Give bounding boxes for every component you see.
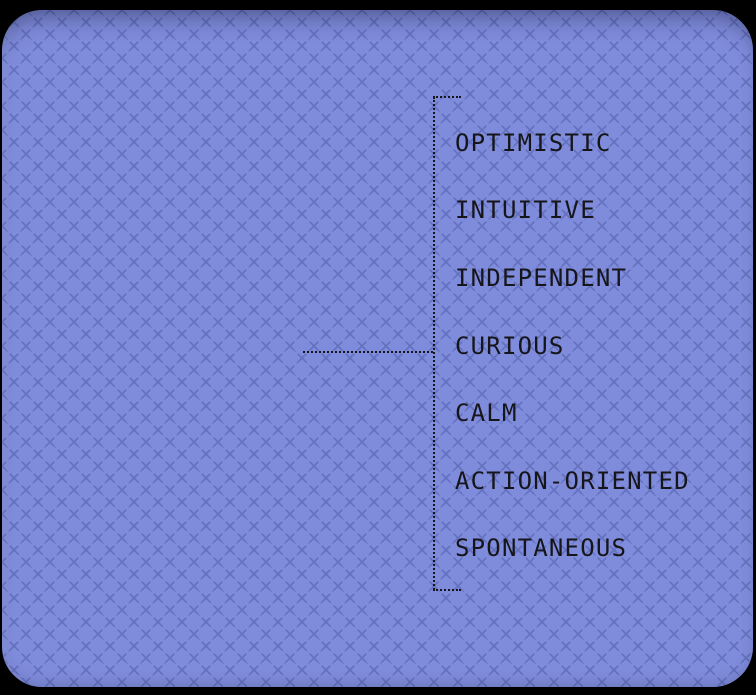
trait-item-spontaneous: SPONTANEOUS [455,534,628,563]
trait-list: OPTIMISTIC INTUITIVE INDEPENDENT CURIOUS… [455,109,690,582]
bracket-bottom-tick [433,589,461,591]
bracket-top-tick [433,96,461,98]
trait-item-calm: CALM [455,399,518,428]
pattern-panel: OPTIMISTIC INTUITIVE INDEPENDENT CURIOUS… [2,10,753,687]
trait-item-independent: INDEPENDENT [455,263,628,292]
trait-item-intuitive: INTUITIVE [455,196,596,225]
bracket-connector-line [303,351,433,353]
bracket-vertical-line [433,97,435,590]
trait-item-curious: CURIOUS [455,331,565,360]
crosshatch-pattern [2,10,753,687]
trait-item-action-oriented: ACTION-ORIENTED [455,466,690,495]
trait-item-optimistic: OPTIMISTIC [455,128,612,157]
